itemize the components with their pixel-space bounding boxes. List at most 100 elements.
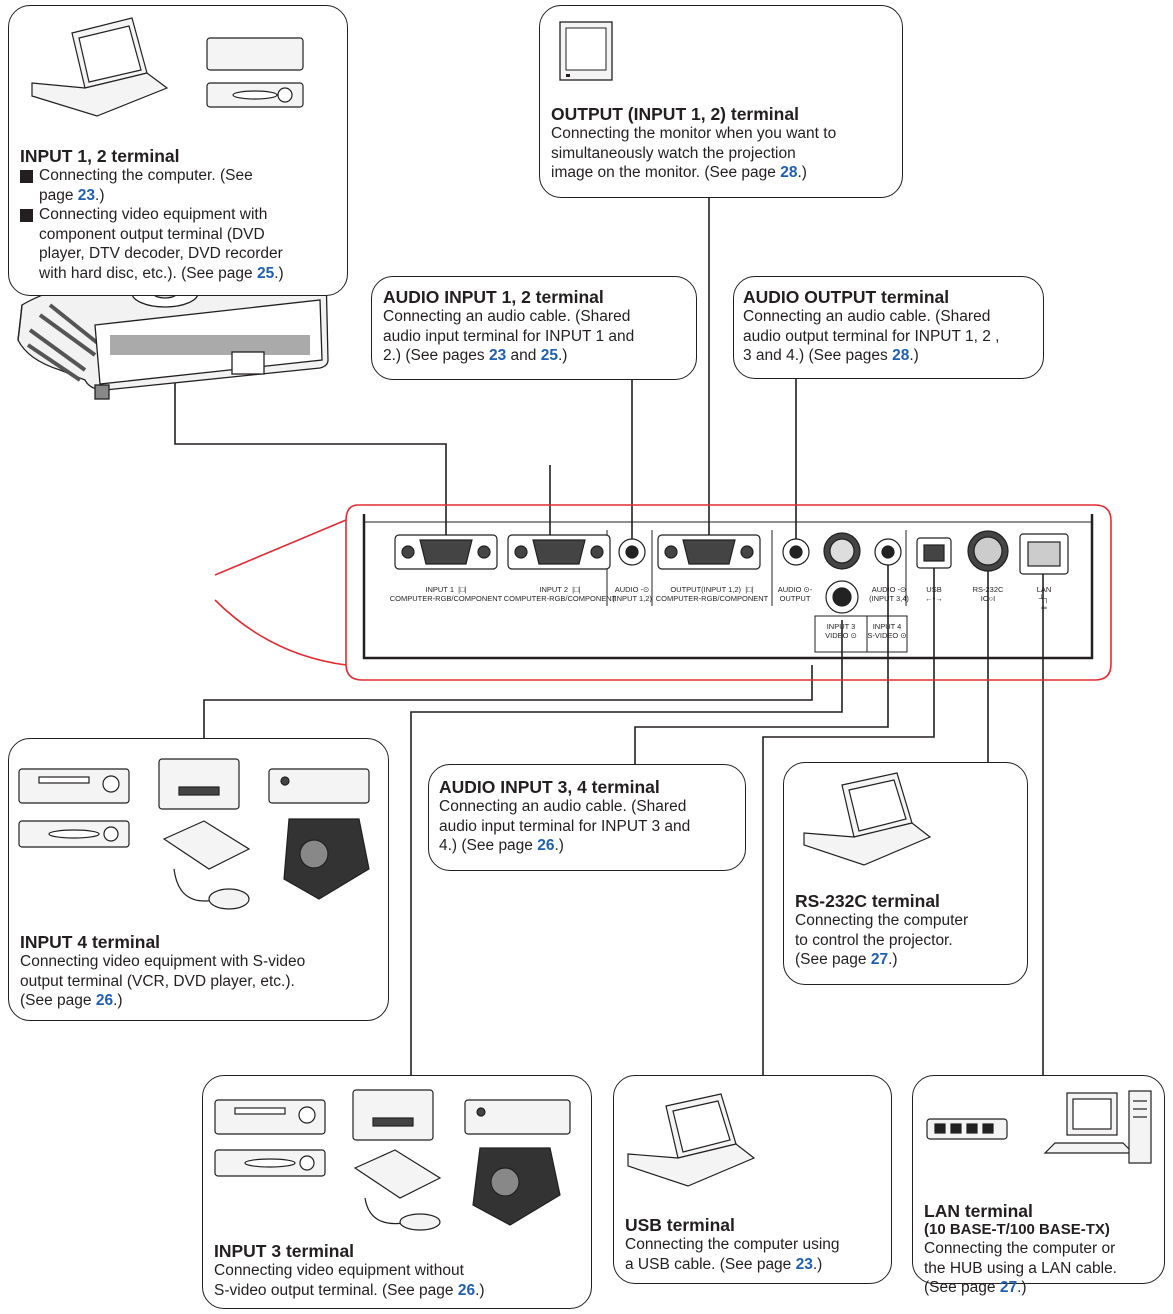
panel-label-rs232c: RS-232C IO○I <box>972 585 1004 603</box>
text-line: .) <box>1017 1279 1027 1296</box>
text-line: audio output terminal for INPUT 1, 2 , <box>743 327 1000 345</box>
title-input4: INPUT 4 terminal <box>20 932 161 952</box>
page-ref: 28 <box>780 164 798 181</box>
title-rs232c: RS-232C terminal <box>795 891 940 911</box>
text-line: Connecting video equipment without <box>214 1262 464 1279</box>
text-line: player, DTV decoder, DVD recorder <box>39 245 283 262</box>
page-ref: 26 <box>95 992 114 1009</box>
text-line: (See page <box>795 951 871 968</box>
text-line: a USB cable. (See page <box>625 1255 796 1273</box>
text-line: .) <box>557 347 568 364</box>
text-line: audio input terminal for INPUT 1 and <box>383 327 635 345</box>
text-line: with hard disc, etc.). (See page <box>39 264 257 282</box>
title-output: OUTPUT (INPUT 1, 2) terminal <box>551 104 799 124</box>
hub-and-computer-icon <box>926 1090 1152 1164</box>
text-line: audio input terminal for INPUT 3 and <box>439 817 691 835</box>
text-line: and <box>506 347 541 364</box>
vga-port-output <box>657 534 761 570</box>
text-line: Connecting an audio cable. (Shared <box>743 308 991 325</box>
text-line: Connecting the computer <box>795 912 969 929</box>
panel-label-output: OUTPUT(INPUT 1,2) |□| COMPUTER-RGB/COMPO… <box>655 585 769 603</box>
text-line: Connecting video equipment with S-video <box>20 953 306 970</box>
title-usb: USB terminal <box>625 1215 735 1235</box>
title-audio-in12: AUDIO INPUT 1, 2 terminal <box>383 287 604 307</box>
text-line: 3 and 4.) (See pages <box>743 347 893 364</box>
box-audio-in12: AUDIO INPUT 1, 2 terminal Connecting an … <box>371 276 697 380</box>
vga-port-input2 <box>507 534 611 570</box>
highlight-frame <box>345 504 1112 681</box>
text-line: .) <box>812 1255 823 1273</box>
panel-label-input4: INPUT 4 S-VIDEO ⊙ <box>867 622 907 640</box>
title-lan: LAN terminal <box>924 1201 1033 1221</box>
panel-label-lan: LAN ┴┐ ═ <box>1036 585 1052 612</box>
panel-label-input1: INPUT 1 |□| COMPUTER-RGB/COMPONENT <box>389 585 503 603</box>
box-usb: USB terminal Connecting the computer usi… <box>613 1075 892 1284</box>
text-line: simultaneously watch the projection <box>551 144 796 162</box>
subtitle-lan: (10 BASE-T/100 BASE-TX) <box>924 1221 1110 1238</box>
text-line: Connecting the computer or <box>924 1240 1116 1257</box>
text-line: .) <box>888 951 898 968</box>
video-equipment-icons <box>18 758 370 910</box>
line-audio-in34 <box>634 560 889 764</box>
text-line: page <box>39 186 78 204</box>
title-input12: INPUT 1, 2 terminal <box>20 146 180 166</box>
vga-port-input1 <box>394 534 498 570</box>
text-line: output terminal (VCR, DVD player, etc.). <box>20 972 295 990</box>
text-line: Connecting an audio cable. (Shared <box>439 798 687 815</box>
box-input3: INPUT 3 terminal Connecting video equipm… <box>202 1075 592 1309</box>
panel-label-input3: INPUT 3 VIDEO ⊙ <box>825 622 857 640</box>
page-ref: 23 <box>77 186 96 204</box>
text-line: .) <box>909 347 919 364</box>
text-line: .) <box>274 264 284 282</box>
panel-label-usb: USB ←•→ <box>925 585 943 603</box>
text-line: Connecting an audio cable. (Shared <box>383 308 631 325</box>
text-line: .) <box>797 164 807 181</box>
panel-label-input2: INPUT 2 |□| COMPUTER-RGB/COMPONENT <box>503 585 617 603</box>
callout-lines <box>214 519 347 666</box>
bullet-square-icon <box>20 209 33 222</box>
title-input3: INPUT 3 terminal <box>214 1241 355 1261</box>
line-input3 <box>410 620 843 1075</box>
text-line: to control the projector. <box>795 931 953 949</box>
line-input4 <box>203 665 813 738</box>
line-usb <box>762 560 935 1075</box>
page-ref: 25 <box>256 264 275 282</box>
text-line: (See page <box>20 992 96 1009</box>
panel-label-audio34: AUDIO -⊙ (INPUT 3,4) <box>869 585 909 603</box>
title-audio-out: AUDIO OUTPUT terminal <box>743 287 950 307</box>
text-line: Connecting the monitor when you want to <box>551 125 837 142</box>
monitor-icon <box>559 21 613 81</box>
text-line: Connecting the computer. (See <box>39 167 253 184</box>
text-line: Connecting video equipment with <box>39 206 268 223</box>
text-line: Connecting the computer using <box>625 1236 840 1253</box>
box-lan: LAN terminal (10 BASE-T/100 BASE-TX) Con… <box>912 1075 1165 1296</box>
box-rs232c: RS-232C terminal Connecting the computer… <box>783 762 1028 985</box>
page-ref: 28 <box>892 347 910 364</box>
text-line: .) <box>113 992 123 1009</box>
text-line: .) <box>554 837 564 854</box>
text-line: S-video output terminal. (See page <box>214 1281 458 1299</box>
page-ref: 26 <box>457 1281 476 1299</box>
page-ref: 23 <box>795 1255 813 1273</box>
video-equipment-icons <box>214 1089 571 1231</box>
text-line: component output terminal (DVD <box>39 225 265 243</box>
box-audio-out: AUDIO OUTPUT terminal Connecting an audi… <box>733 276 1044 379</box>
page-ref: 27 <box>870 951 889 968</box>
laptop-and-dvd-icon <box>31 17 304 117</box>
page-ref: 23 <box>488 347 507 364</box>
page-ref: 27 <box>999 1279 1018 1296</box>
text-line: (See page <box>924 1279 1000 1296</box>
text-line: 2.) (See pages <box>383 347 489 364</box>
box-audio-in34: AUDIO INPUT 3, 4 terminal Connecting an … <box>428 764 746 871</box>
box-output: OUTPUT (INPUT 1, 2) terminal Connecting … <box>539 5 903 198</box>
box-input12: INPUT 1, 2 terminal Connecting the compu… <box>8 5 348 296</box>
title-audio-in34: AUDIO INPUT 3, 4 terminal <box>439 777 660 797</box>
panel-label-audio-out: AUDIO ⊙- OUTPUT <box>777 585 813 603</box>
text-line: .) <box>95 186 105 204</box>
text-line: the HUB using a LAN cable. <box>924 1259 1117 1277</box>
text-line: image on the monitor. (See page <box>551 164 781 181</box>
laptop-icon <box>627 1093 756 1187</box>
panel-label-audio12: AUDIO -⊙ (INPUT 1,2) <box>612 585 652 603</box>
bullet-square-icon <box>20 170 33 183</box>
